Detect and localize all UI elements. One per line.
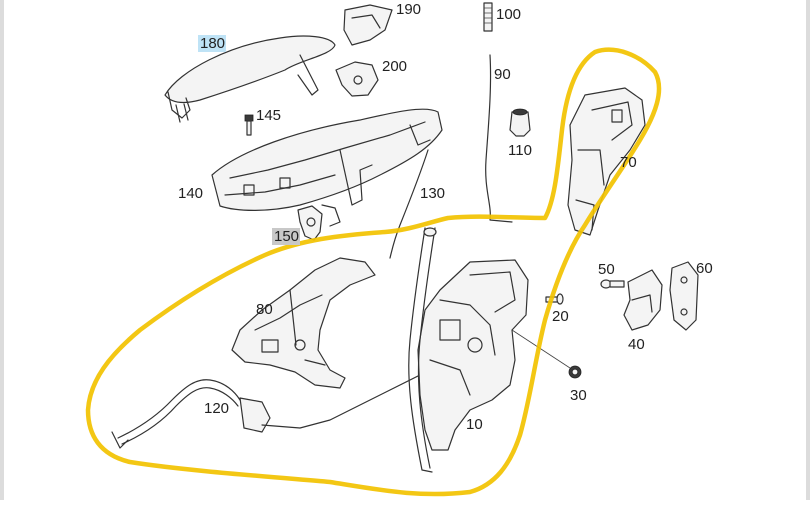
label-10: 10	[466, 416, 483, 433]
label-145: 145	[256, 107, 281, 124]
part-130-cable	[389, 149, 429, 259]
part-10-lock-module	[408, 227, 571, 473]
label-70: 70	[620, 154, 637, 171]
label-80: 80	[256, 301, 273, 318]
part-60-plate	[669, 261, 699, 331]
label-180-highlight	[198, 35, 226, 52]
part-30-bolt	[568, 365, 582, 379]
part-70-lock-bracket	[567, 87, 646, 236]
part-110-grommet	[509, 108, 531, 137]
part-145-bolt	[244, 114, 254, 136]
part-90-rod	[485, 54, 513, 223]
part-190-cover-cap	[343, 4, 393, 46]
highlight-outline	[85, 47, 662, 497]
part-180-door-handle	[164, 35, 336, 123]
part-150-clip	[297, 205, 323, 241]
label-50: 50	[598, 261, 615, 278]
label-190: 190	[396, 1, 421, 18]
label-30: 30	[570, 387, 587, 404]
label-120: 120	[204, 400, 229, 417]
label-60: 60	[696, 260, 713, 277]
label-20: 20	[552, 308, 569, 325]
label-130: 130	[420, 185, 445, 202]
label-150: 150	[274, 228, 299, 245]
label-110: 110	[508, 142, 532, 159]
label-140: 140	[178, 185, 203, 202]
label-40: 40	[628, 336, 645, 353]
part-140-handle-carrier	[211, 108, 443, 227]
label-180: 180	[200, 35, 225, 52]
part-40-striker	[623, 269, 663, 331]
label-150-highlight	[272, 228, 300, 245]
left-frame-border	[0, 0, 4, 500]
label-100: 100	[496, 6, 521, 23]
part-80-lock-bracket	[231, 257, 376, 389]
right-frame-border	[806, 0, 810, 500]
part-120-bowden-cable	[111, 369, 431, 449]
label-200: 200	[382, 58, 407, 75]
part-100-screw	[483, 2, 493, 32]
part-200-bracket	[335, 61, 379, 97]
label-90: 90	[494, 66, 511, 83]
part-50-screw	[600, 279, 625, 289]
